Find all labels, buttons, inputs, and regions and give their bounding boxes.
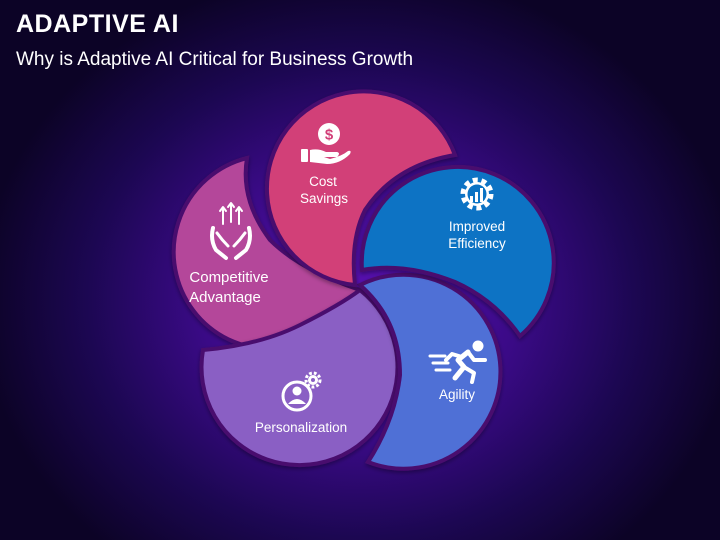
segment-shape: [199, 287, 400, 468]
segment-agility: [356, 272, 503, 471]
segment-label-cost-savings-1: Cost: [309, 174, 337, 189]
gear-chart-icon: [460, 177, 494, 211]
page-subtitle: Why is Adaptive AI Critical for Business…: [16, 49, 414, 70]
segment-shape: [359, 164, 556, 339]
segment-label-improved-efficiency-2: Efficiency: [448, 236, 506, 251]
segment-personalization: [199, 287, 400, 468]
page-title: ADAPTIVE AI: [16, 10, 179, 38]
segment-label-competitive-advantage-2: Advantage: [189, 289, 261, 306]
segment-label-agility: Agility: [439, 387, 475, 402]
hand-coin-icon: $: [301, 123, 351, 164]
segment-shape: [356, 272, 503, 471]
segment-label-competitive-advantage-1: Competitive: [189, 269, 268, 286]
segment-improved-efficiency: [359, 164, 556, 339]
segment-label-cost-savings-2: Savings: [300, 191, 348, 206]
segment-label-improved-efficiency-1: Improved: [449, 219, 505, 234]
hands-growth-icon: [210, 202, 252, 260]
running-person-icon: [428, 340, 487, 384]
segment-cost-savings: [264, 89, 458, 288]
segment-label-personalization: Personalization: [255, 420, 347, 435]
svg-text:$: $: [325, 127, 334, 144]
segment-shape: [264, 89, 458, 288]
user-gear-icon: [281, 371, 322, 412]
